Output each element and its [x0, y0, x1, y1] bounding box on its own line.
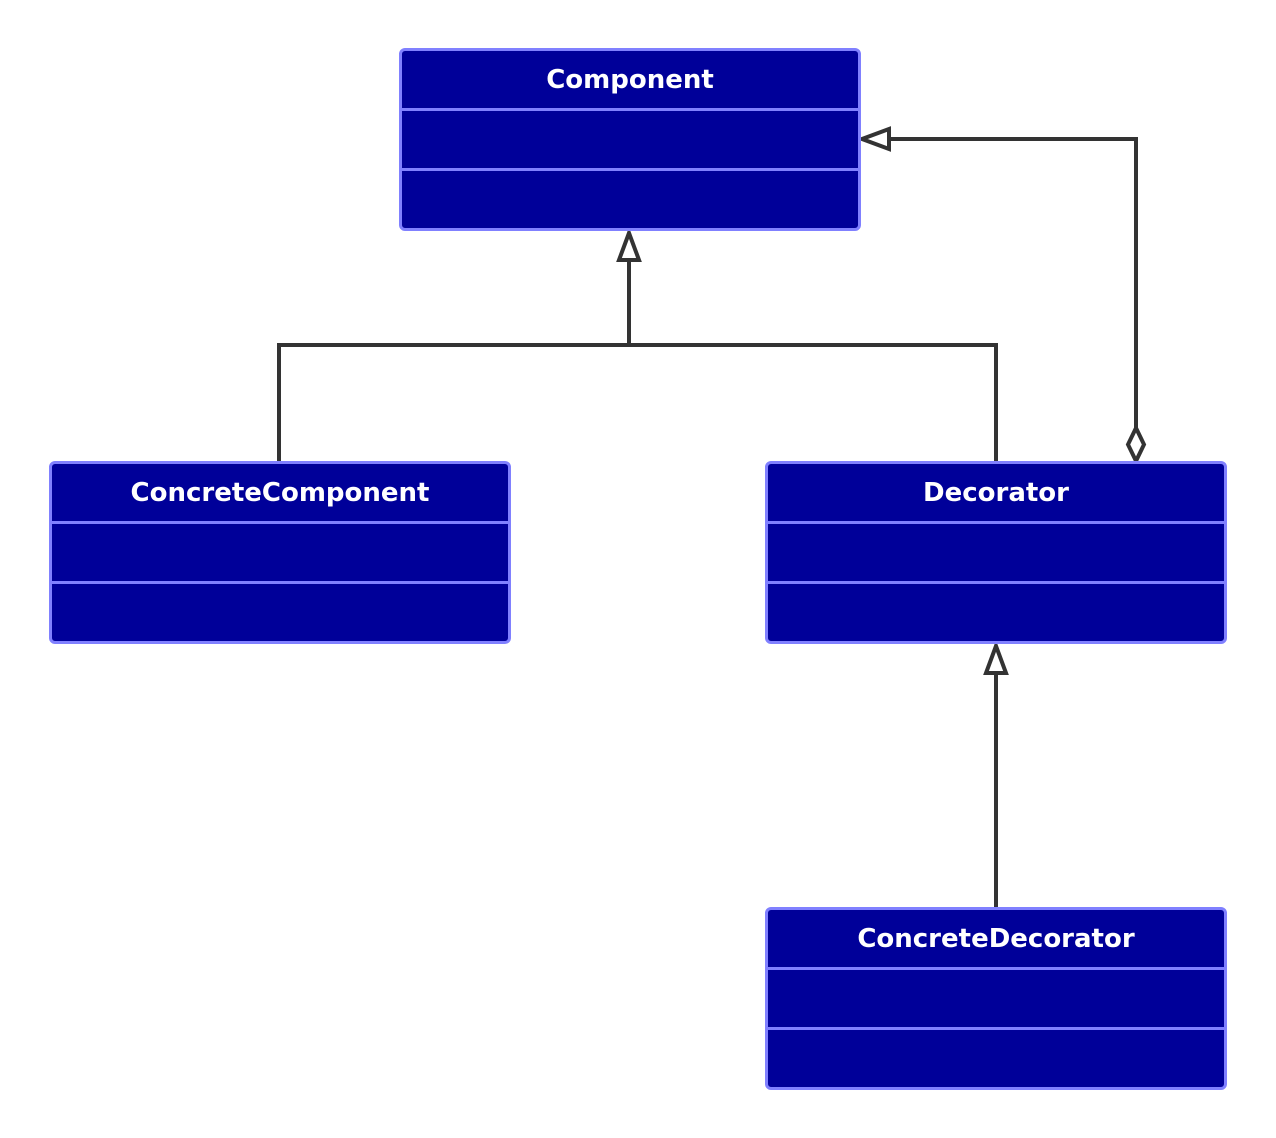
- class-decorator[interactable]: Decorator: [765, 461, 1227, 644]
- class-name-compartment: ConcreteComponent: [52, 464, 508, 521]
- class-name: Component: [546, 64, 714, 95]
- attributes-compartment: [52, 521, 508, 581]
- class-concrete-component[interactable]: ConcreteComponent: [49, 461, 511, 644]
- aggregation-diamond-icon: [1125, 423, 1147, 466]
- generalization-line-concretecomponent-component: [277, 343, 629, 461]
- aggregation-line-decorator-component: [891, 137, 1138, 428]
- attributes-compartment: [402, 108, 858, 168]
- class-name: ConcreteComponent: [130, 477, 430, 508]
- class-name-compartment: ConcreteDecorator: [768, 910, 1224, 967]
- operations-compartment: [768, 1027, 1224, 1087]
- class-component[interactable]: Component: [399, 48, 861, 231]
- operations-compartment: [768, 581, 1224, 641]
- generalization-arrowhead-component-icon: [616, 227, 642, 262]
- attributes-compartment: [768, 967, 1224, 1027]
- aggregation-arrowhead-component-icon: [856, 126, 891, 152]
- attributes-compartment: [768, 521, 1224, 581]
- generalization-line-decorator-component: [629, 343, 998, 461]
- operations-compartment: [52, 581, 508, 641]
- class-name: ConcreteDecorator: [857, 923, 1135, 954]
- class-name: Decorator: [923, 477, 1069, 508]
- class-concrete-decorator[interactable]: ConcreteDecorator: [765, 907, 1227, 1090]
- generalization-arrowhead-decorator-icon: [983, 640, 1009, 675]
- operations-compartment: [402, 168, 858, 228]
- class-name-compartment: Decorator: [768, 464, 1224, 521]
- class-name-compartment: Component: [402, 51, 858, 108]
